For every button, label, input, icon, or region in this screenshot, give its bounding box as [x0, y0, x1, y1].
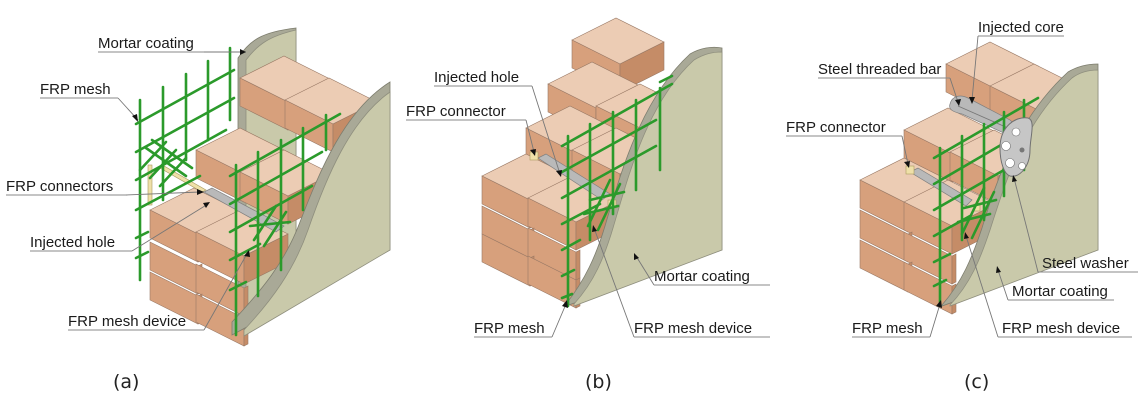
label-mortar-coating-c: Mortar coating: [996, 266, 1114, 301]
label-frp-mesh-a: FRP mesh: [40, 81, 139, 122]
label-text: Injected hole: [30, 234, 115, 251]
panel-a: Mortar coating FRP mesh FRP connectors I…: [6, 27, 391, 393]
label-text: Injected hole: [434, 69, 519, 86]
steel-washer-c: [999, 117, 1033, 177]
label-frp-mesh-device-c: FRP mesh device: [964, 232, 1132, 338]
label-mortar-coating-a: Mortar coating: [98, 35, 246, 55]
caption-b: (b): [585, 371, 612, 393]
label-frp-mesh-b: FRP mesh: [474, 300, 568, 338]
label-frp-mesh-device-a: FRP mesh device: [68, 250, 250, 331]
mortar-coating-front-a: [231, 81, 391, 337]
label-text: FRP mesh: [852, 320, 923, 337]
label-text: FRP mesh device: [68, 313, 186, 330]
label-frp-connector-b: FRP connector: [406, 103, 536, 156]
mortar-coating-b: [565, 46, 723, 307]
label-injected-hole-b: Injected hole: [434, 69, 562, 177]
label-text: Mortar coating: [654, 268, 750, 285]
mortar-coating-c: [941, 63, 1099, 307]
label-text: FRP mesh device: [634, 320, 752, 337]
label-frp-mesh-c: FRP mesh: [852, 300, 942, 338]
label-steel-washer-c: Steel washer: [1012, 175, 1138, 273]
label-text: FRP connector: [786, 119, 886, 136]
label-text: Steel washer: [1042, 255, 1129, 272]
label-frp-connectors-a: FRP connectors: [6, 178, 204, 196]
label-text: Mortar coating: [98, 35, 194, 52]
label-injected-hole-a: Injected hole: [30, 202, 210, 252]
label-text: FRP mesh: [474, 320, 545, 337]
panel-c: Injected core Steel threaded bar FRP con…: [786, 19, 1138, 393]
label-text: Injected core: [978, 19, 1064, 36]
label-frp-connector-c: FRP connector: [786, 119, 910, 168]
label-text: Steel threaded bar: [818, 61, 941, 78]
panel-b: Injected hole FRP connector Mortar coati…: [406, 17, 770, 393]
label-text: Mortar coating: [1012, 283, 1108, 300]
caption-a: (a): [113, 371, 139, 393]
label-text: FRP mesh device: [1002, 320, 1120, 337]
label-text: FRP mesh: [40, 81, 111, 98]
label-mortar-coating-b: Mortar coating: [634, 253, 770, 286]
frp-mesh-a-front: [228, 112, 342, 337]
label-injected-core-c: Injected core: [969, 19, 1064, 104]
label-frp-mesh-device-b: FRP mesh device: [592, 225, 770, 338]
caption-c: (c): [964, 371, 989, 393]
label-steel-threaded-bar-c: Steel threaded bar: [818, 61, 961, 106]
frp-mesh-b: [560, 74, 674, 308]
label-text: FRP connector: [406, 103, 506, 120]
label-text: FRP connectors: [6, 178, 113, 195]
